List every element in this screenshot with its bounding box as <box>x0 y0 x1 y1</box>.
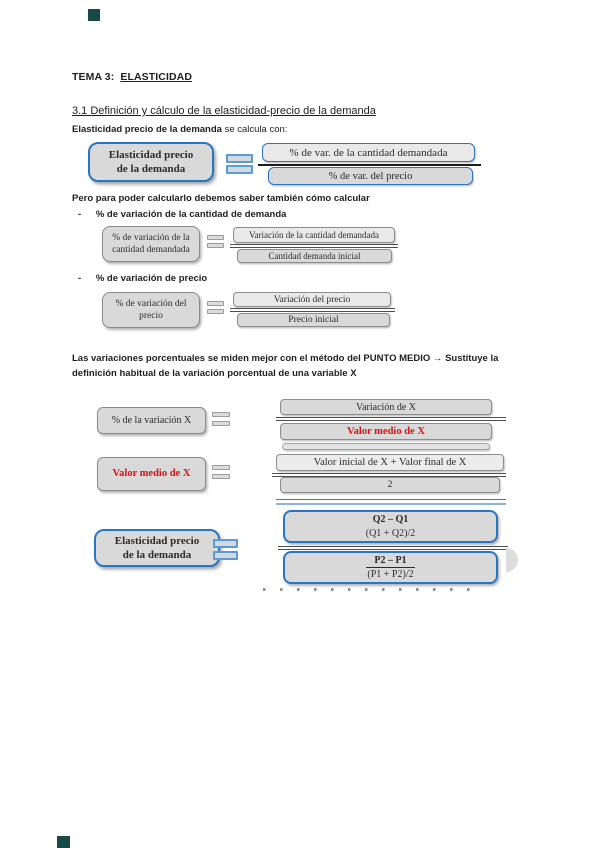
fraction-line <box>278 546 508 550</box>
watermark-corner-top-icon <box>88 9 100 21</box>
equals-sign <box>212 421 230 426</box>
numerator-top: Q2 – Q1 <box>372 514 409 525</box>
empty-pill <box>282 443 490 450</box>
denominator-box: % de var. del precio <box>268 167 473 185</box>
concept-line1: % de variación del <box>115 298 187 309</box>
intro-rest: se calcula con: <box>221 124 288 135</box>
equals-sign <box>207 243 224 248</box>
concept-line2: de la demanda <box>116 163 186 175</box>
connector-text: Pero para poder calcularlo debemos saber… <box>72 193 370 204</box>
bullet-label: % de variación de la cantidad de demanda <box>95 209 287 220</box>
fraction-line <box>276 417 506 421</box>
equals-sign <box>226 165 253 174</box>
denominator-box: Cantidad demanda inicial <box>237 249 392 263</box>
equals-sign <box>213 539 238 548</box>
bullet-dash: - <box>78 209 82 220</box>
numerator-box: Variación de la cantidad demandada <box>233 227 395 243</box>
midpoint-note: Las variaciones porcentuales se miden me… <box>72 351 498 381</box>
concept-box: % de variación del precio <box>102 292 200 328</box>
bullet-item: - % de variación de precio <box>78 273 207 284</box>
midpoint-note-line2: definición habitual de la variación porc… <box>72 368 357 379</box>
page-title-prefix: TEMA 3: <box>72 71 115 83</box>
denominator-box: 2 <box>280 477 500 493</box>
denominator-box: Precio inicial <box>237 313 390 327</box>
clipped-text-fragment <box>263 588 479 591</box>
bullet-dash: - <box>78 273 82 284</box>
numerator-box: Valor inicial de X + Valor final de X <box>276 454 504 471</box>
midpoint-note-line1: Las variaciones porcentuales se miden me… <box>72 353 499 364</box>
fraction-line <box>230 308 395 312</box>
concept-line1: Elasticidad precio <box>114 534 200 547</box>
concept-line2: cantidad demandada <box>112 245 190 255</box>
fraction-line <box>258 164 481 166</box>
bullet-item: - % de variación de la cantidad de deman… <box>78 209 286 220</box>
equals-sign <box>207 301 224 306</box>
divider-line <box>276 499 506 505</box>
page-title-topic: ELASTICIDAD <box>120 71 193 83</box>
concept-box: % de la variación X <box>97 407 206 434</box>
numerator-bottom: (Q1 + Q2)/2 <box>365 527 416 539</box>
concept-box: Elasticidad precio de la demanda <box>94 529 220 567</box>
fraction-line <box>272 473 506 477</box>
page-title: TEMA 3: ELASTICIDAD <box>72 71 192 83</box>
intro-bold: Elasticidad precio de la demanda <box>72 124 222 135</box>
numerator-box: % de var. de la cantidad demandada <box>262 143 475 162</box>
denominator-bottom: (P1 + P2)/2 <box>367 569 414 580</box>
equals-sign <box>212 465 230 470</box>
denominator-top: P2 – P1 <box>366 554 415 568</box>
concept-box: Elasticidad precio de la demanda <box>88 142 214 182</box>
equals-sign <box>213 551 238 560</box>
denominator-box: Valor medio de X <box>280 423 492 440</box>
fraction-line <box>230 244 398 248</box>
equals-sign <box>226 154 253 163</box>
watermark-corner-bottom-icon <box>57 836 70 848</box>
concept-box: % de variación de la cantidad demandada <box>102 226 200 262</box>
numerator-box: Q2 – Q1 (Q1 + Q2)/2 <box>283 510 498 543</box>
equals-sign <box>207 309 224 314</box>
concept-line2: de la demanda <box>122 549 192 561</box>
equals-sign <box>207 235 224 240</box>
denominator-box: P2 – P1 (P1 + P2)/2 <box>283 551 498 584</box>
section-heading: 3.1 Definición y cálculo de la elasticid… <box>72 105 376 117</box>
edge-semicircle-decoration <box>506 548 518 572</box>
concept-box: Valor medio de X <box>97 457 206 491</box>
concept-line1: Elasticidad precio <box>108 148 194 161</box>
concept-line2: precio <box>139 311 163 321</box>
numerator-box: Variación del precio <box>233 292 391 307</box>
concept-line1: % de variación de la <box>112 232 190 243</box>
equals-sign <box>212 412 230 417</box>
equals-sign <box>212 474 230 479</box>
numerator-box: Variación de X <box>280 399 492 415</box>
bullet-label: % de variación de precio <box>95 273 208 284</box>
intro-line: Elasticidad precio de la demanda se calc… <box>72 124 287 135</box>
